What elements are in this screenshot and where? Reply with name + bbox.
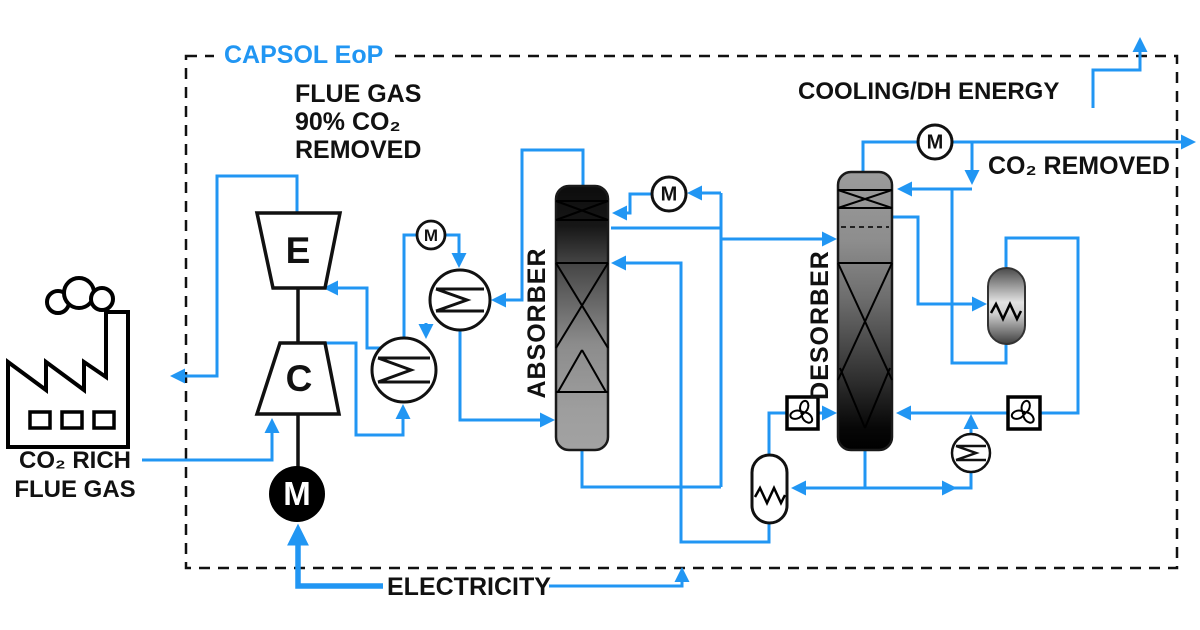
pump-wash <box>650 175 688 213</box>
pump-intercool <box>415 219 447 251</box>
flow-lines <box>142 37 1196 589</box>
condenser-vessel <box>987 267 1026 345</box>
pump-co2-letter: M <box>926 131 944 154</box>
flue-gas-note: FLUE GAS 90% CO₂ REMOVED <box>295 80 422 164</box>
motor-letter: M <box>283 475 311 512</box>
reboiler-heat-exchanger <box>950 432 992 474</box>
flash-drum <box>750 453 789 525</box>
absorber-label: ABSORBER <box>523 247 551 399</box>
compressor-letter: C <box>285 358 313 399</box>
compressor-shape <box>254 341 342 416</box>
pump-intercool-letter: M <box>423 226 439 245</box>
expander-shape <box>254 211 343 290</box>
co2-removed-label: CO₂ REMOVED <box>988 152 1170 180</box>
desorber-column <box>836 170 894 452</box>
absorber-column <box>554 184 610 452</box>
cooling-dh-energy-label: COOLING/DH ENERGY <box>798 78 1060 105</box>
factory-icon <box>6 276 130 449</box>
fan-right <box>1006 395 1042 431</box>
co2-rich-flue-gas-label: CO₂ RICH FLUE GAS <box>14 447 136 503</box>
heat-exchanger-1 <box>370 336 438 404</box>
motor-shape <box>269 466 325 522</box>
electricity-label: ELECTRICITY <box>387 573 551 601</box>
desorber-label: DESORBER <box>806 250 834 400</box>
fan-left <box>785 395 820 431</box>
heat-exchanger-2 <box>428 268 492 332</box>
pump-wash-letter: M <box>660 183 678 206</box>
pump-co2 <box>916 123 954 161</box>
expander-letter: E <box>285 230 311 271</box>
diagram-title: CAPSOL EoP <box>214 39 394 72</box>
